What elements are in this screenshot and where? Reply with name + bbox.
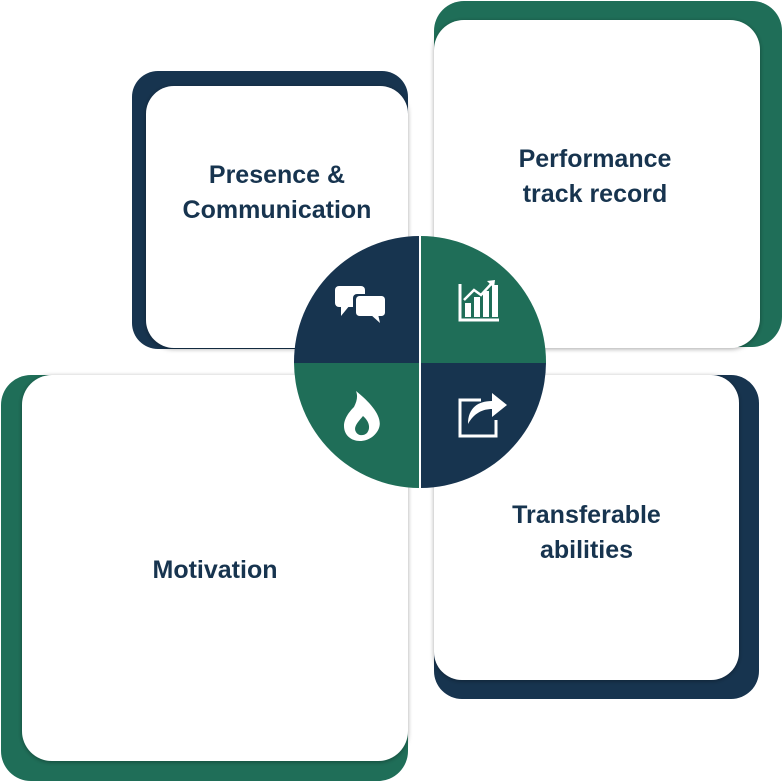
presence-label-line-1: Presence & [208, 161, 346, 189]
transferable-label: Transferable abilities [434, 498, 739, 568]
flame-icon [344, 391, 380, 441]
performance-label-line-1: Performance [518, 145, 672, 173]
speech-bubbles-icon [335, 286, 385, 323]
motivation-card [22, 375, 408, 761]
transferable-label-line-1: Transferable [512, 501, 661, 529]
bar-chart-icon [458, 280, 499, 322]
performance-label: Performance track record [434, 142, 756, 212]
share-arrow-icon [458, 393, 507, 438]
transferable-label-line-2: abilities [539, 536, 634, 564]
presence-label-line-2: Communication [182, 196, 372, 224]
presence-label: Presence & Communication [146, 158, 408, 228]
performance-label-line-2: track record [522, 180, 668, 208]
motivation-label-line-1: Motivation [152, 556, 278, 584]
motivation-label: Motivation [22, 553, 408, 588]
transferable-card [434, 375, 739, 680]
center-quadrant-transferable [421, 363, 546, 488]
performance-card [434, 20, 760, 348]
